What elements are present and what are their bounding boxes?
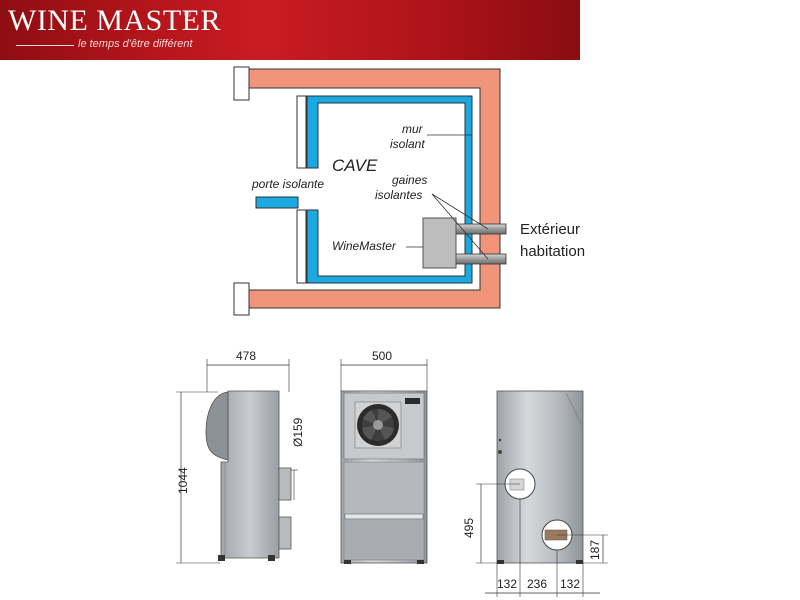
dim-back-lower-height: 187 [588, 540, 602, 560]
dim-duct-diameter: Ø159 [291, 417, 305, 447]
front-foot-left [344, 560, 351, 564]
lower-duct [454, 253, 507, 265]
front-display [405, 398, 420, 404]
back-foot-right [576, 560, 583, 564]
label-ducts-2: isolantes [375, 188, 422, 202]
fan-icon [354, 401, 402, 449]
back-screw-2 [498, 450, 502, 454]
side-view: 478 1044 Ø159 [176, 349, 305, 564]
label-ducts-1: gaines [392, 173, 427, 187]
cave-plan: CAVE mur isolant gaines isolantes porte … [233, 66, 585, 316]
front-lower-panel [343, 461, 425, 516]
wall-cap-top [233, 66, 250, 101]
insulated-door [255, 196, 299, 209]
back-foot-left [497, 560, 504, 564]
dim-back-right: 132 [560, 577, 580, 591]
brand-banner: WINE MASTER ® le temps d'être différent [0, 0, 580, 60]
dim-side-height: 1044 [176, 467, 190, 494]
dim-front-width: 500 [372, 349, 392, 363]
side-foot-back [268, 555, 275, 561]
brand-logo: WINE MASTER [8, 4, 221, 37]
dim-back-middle: 236 [527, 577, 547, 591]
side-duct-upper [278, 467, 292, 501]
tagline-rule [16, 45, 74, 46]
brand-tagline: le temps d'être différent [78, 38, 193, 50]
side-foot-front [218, 555, 225, 561]
label-outside-2: habitation [520, 243, 585, 260]
dim-back-hole-height: 495 [462, 518, 476, 538]
door-wall-bottom [296, 209, 307, 284]
registered-mark: ® [184, 9, 191, 19]
dim-side-width: 478 [236, 349, 256, 363]
side-hood [205, 391, 229, 461]
label-wall-1: mur [402, 122, 424, 136]
insulation-layer [306, 95, 473, 284]
wall-cap-bottom [233, 282, 250, 316]
front-handle [344, 513, 424, 520]
leader-duct-1 [431, 193, 489, 230]
back-edge [565, 392, 583, 426]
front-foot-right [417, 560, 424, 564]
side-duct-lower [278, 516, 292, 550]
label-unit: WineMaster [332, 239, 397, 253]
leader-duct-2 [431, 193, 489, 260]
door-wall-top [296, 95, 307, 169]
back-view: 495 187 132 236 132 [462, 390, 608, 597]
front-view: 500 [340, 349, 428, 564]
label-cave: CAVE [332, 156, 378, 175]
side-body [220, 390, 280, 559]
dim-back-left: 132 [497, 577, 517, 591]
label-outside-1: Extérieur [520, 221, 580, 238]
label-wall-2: isolant [390, 137, 425, 151]
back-screw-1 [498, 438, 502, 442]
winemaster-unit [422, 217, 457, 269]
label-door: porte isolante [251, 177, 324, 191]
front-base-panel [343, 518, 425, 561]
back-duct-upper-inner [509, 478, 525, 491]
